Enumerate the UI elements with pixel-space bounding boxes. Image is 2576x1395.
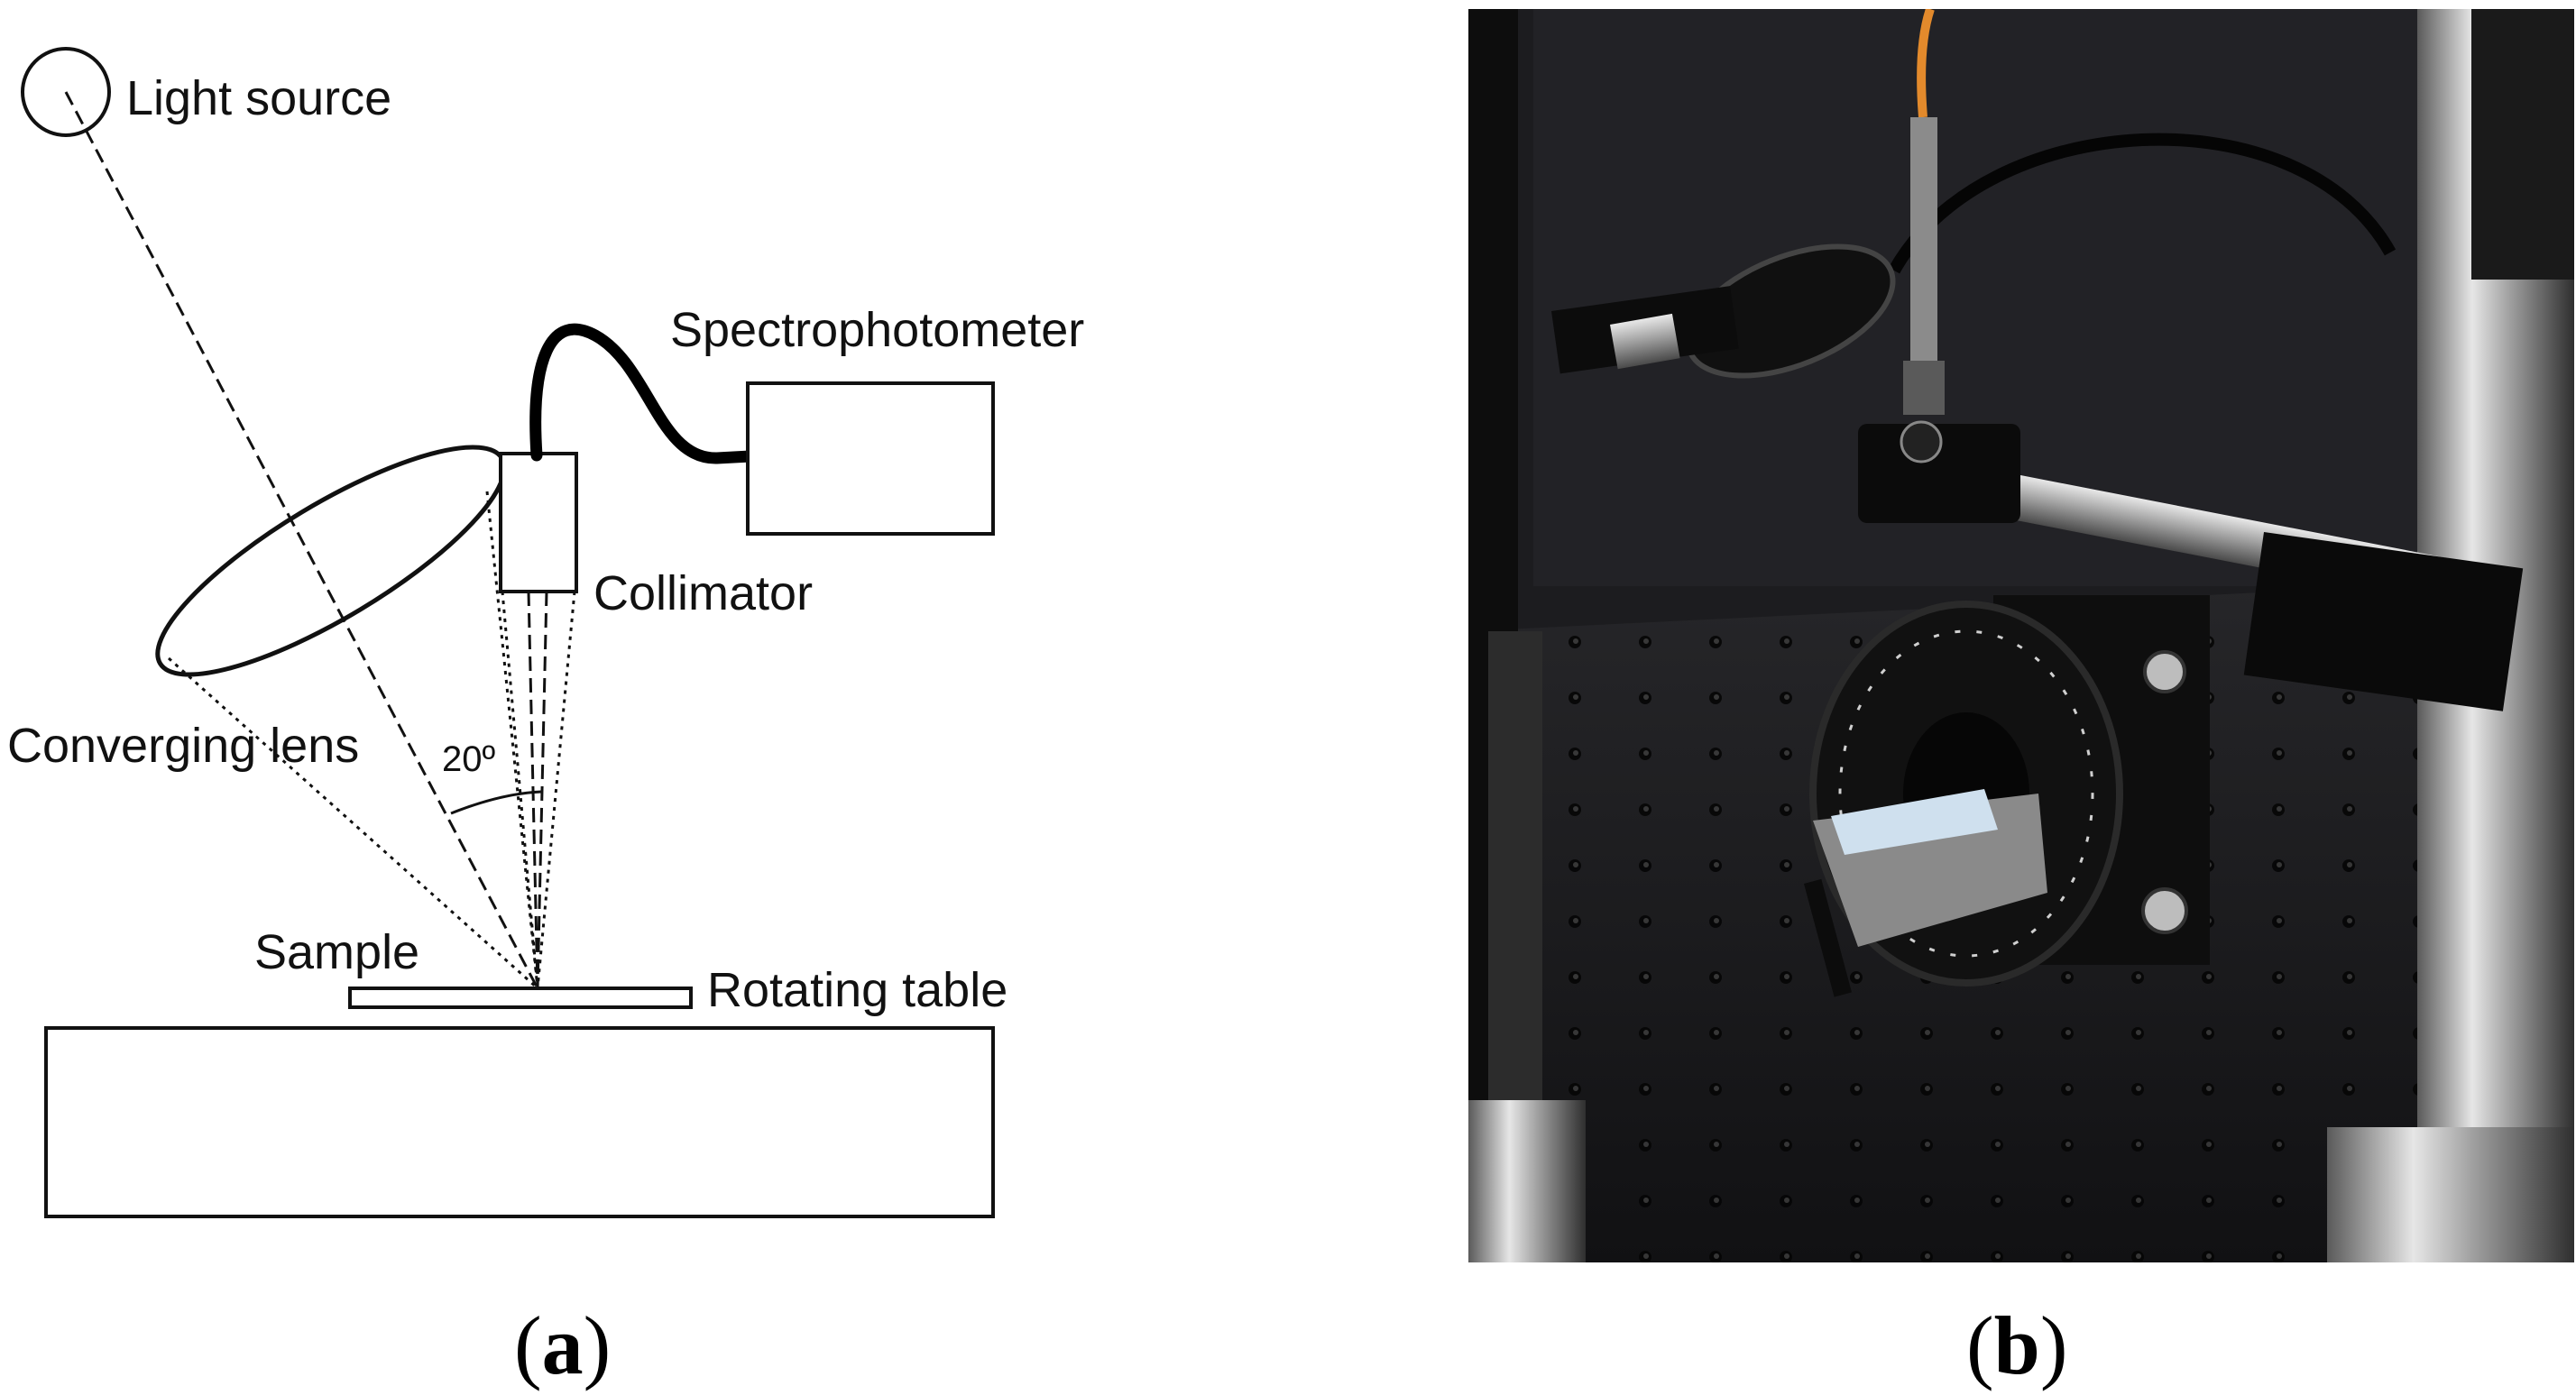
collimator-cone-left xyxy=(501,591,539,989)
sample-plate-icon xyxy=(348,987,693,1009)
incident-beam xyxy=(64,91,539,989)
collimator-label: Collimator xyxy=(593,566,813,620)
collimator-cone-right xyxy=(536,591,576,989)
panel-b-caption: (b) xyxy=(1966,1299,2067,1391)
focus-ray-lower xyxy=(167,656,539,990)
rotating-table-label: Rotating table xyxy=(707,963,1007,1017)
converging-lens-icon xyxy=(155,445,507,677)
spectrophotometer-icon xyxy=(746,381,995,536)
optical-fiber xyxy=(529,323,757,464)
black-cable xyxy=(1888,133,2397,274)
collimator-axis-right xyxy=(536,591,548,989)
screw-bottom xyxy=(2141,887,2188,934)
angle-label: 20º xyxy=(442,739,495,779)
fiber-connector xyxy=(1910,117,1937,388)
light-source-icon xyxy=(21,47,111,137)
collimator-axis-left xyxy=(527,591,539,989)
sample-label: Sample xyxy=(254,925,419,979)
converging-lens-label: Converging lens xyxy=(7,719,359,773)
light-source-label: Light source xyxy=(126,71,391,125)
collimator-icon xyxy=(499,452,578,593)
base-block-icon xyxy=(44,1026,995,1218)
screw-top xyxy=(2143,650,2186,693)
collimator-mount xyxy=(1858,424,2020,523)
panel-a-caption: (a) xyxy=(514,1299,611,1391)
spectrophotometer-label: Spectrophotometer xyxy=(670,303,1084,357)
focus-ray-upper xyxy=(485,491,539,989)
orange-fiber xyxy=(1917,9,1935,118)
panel-a-schematic: Light source Converging lens Collimator … xyxy=(7,47,1084,1391)
panel-b-photo: (b) xyxy=(1468,9,2574,1391)
sample-surface xyxy=(1831,789,1998,855)
angle-arc xyxy=(450,790,542,815)
